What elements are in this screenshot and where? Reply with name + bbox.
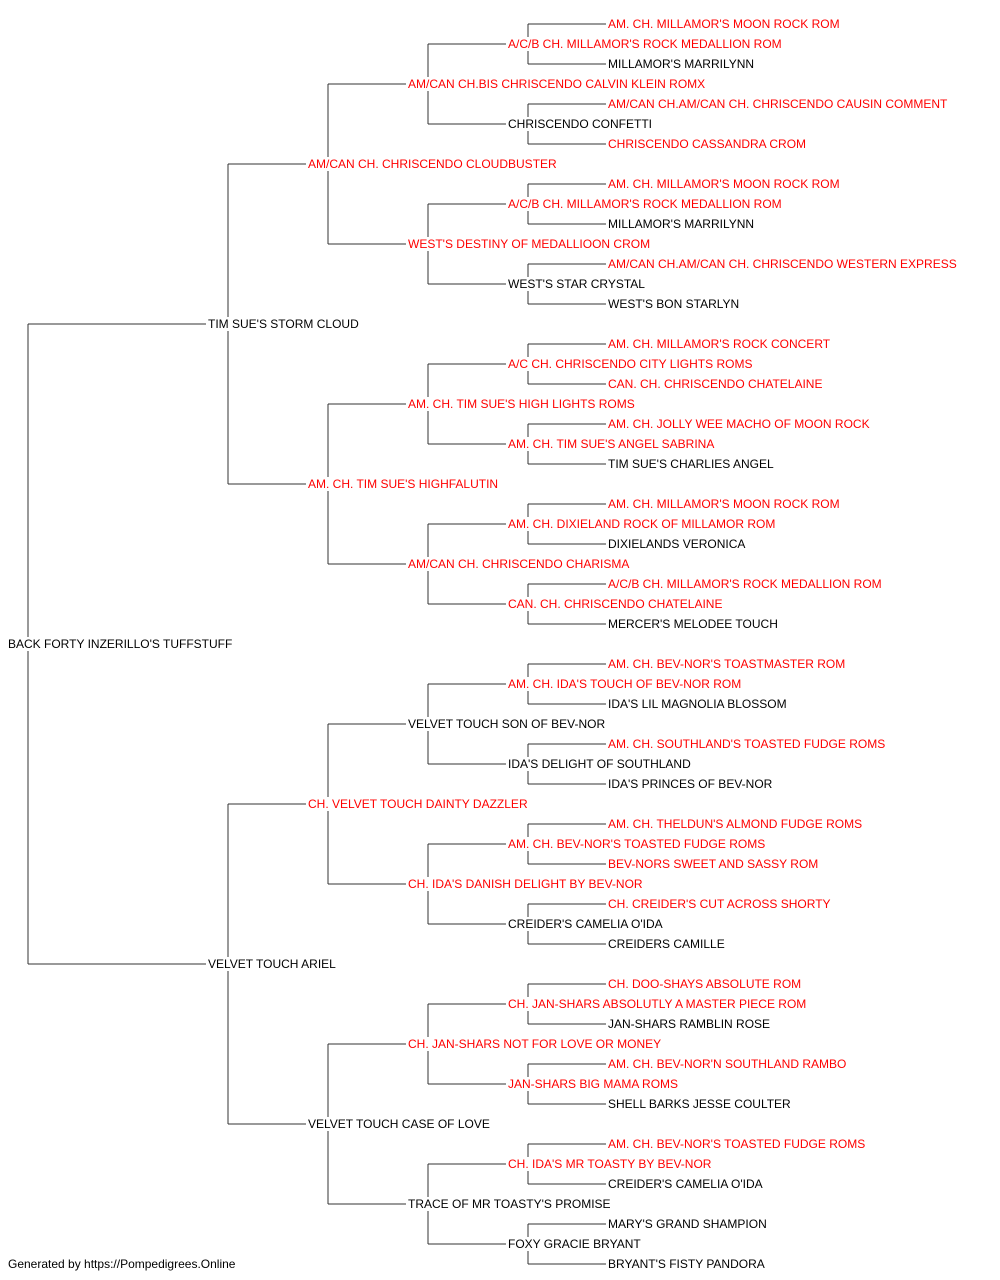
- sire-name: AM. CH. JOLLY WEE MACHO OF MOON ROCK: [608, 417, 870, 431]
- dam-name: CREIDER'S CAMELIA O'IDA: [508, 917, 663, 931]
- sire-name: AM. CH. BEV-NOR'N SOUTHLAND RAMBO: [608, 1057, 846, 1071]
- sire-name: A/C/B CH. MILLAMOR'S ROCK MEDALLION ROM: [608, 577, 882, 591]
- dam-name: CREIDER'S CAMELIA O'IDA: [608, 1177, 763, 1191]
- sire-name: AM. CH. BEV-NOR'S TOASTMASTER ROM: [608, 657, 845, 671]
- sire-name: AM/CAN CH.BIS CHRISCENDO CALVIN KLEIN RO…: [408, 77, 705, 91]
- dam-name: IDA'S PRINCES OF BEV-NOR: [608, 777, 773, 791]
- sire-name: AM. CH. IDA'S TOUCH OF BEV-NOR ROM: [508, 677, 741, 691]
- dam-name: TIM SUE'S CHARLIES ANGEL: [608, 457, 774, 471]
- dam-name: BRYANT'S FISTY PANDORA: [608, 1257, 765, 1271]
- sire-name: CH. JAN-SHARS ABSOLUTLY A MASTER PIECE R…: [508, 997, 806, 1011]
- sire-name: AM. CH. BEV-NOR'S TOASTED FUDGE ROMS: [608, 1137, 865, 1151]
- dam-name: AM. CH. TIM SUE'S ANGEL SABRINA: [508, 437, 714, 451]
- sire-name: MARY'S GRAND SHAMPION: [608, 1217, 767, 1231]
- dam-name: CHRISCENDO CONFETTI: [508, 117, 652, 131]
- sire-name: CH. VELVET TOUCH DAINTY DAZZLER: [308, 797, 528, 811]
- sire-name: CH. JAN-SHARS NOT FOR LOVE OR MONEY: [408, 1037, 661, 1051]
- generated-by-footer: Generated by https://Pompedigrees.Online: [8, 1257, 236, 1271]
- dam-name: JAN-SHARS BIG MAMA ROMS: [508, 1077, 678, 1091]
- sire-name: CH. IDA'S MR TOASTY BY BEV-NOR: [508, 1157, 712, 1171]
- sire-name: AM/CAN CH.AM/CAN CH. CHRISCENDO CAUSIN C…: [608, 97, 948, 111]
- sire-name: AM. CH. SOUTHLAND'S TOASTED FUDGE ROMS: [608, 737, 885, 751]
- subject-dog-name: BACK FORTY INZERILLO'S TUFFSTUFF: [8, 637, 232, 651]
- dam-name: WEST'S BON STARLYN: [608, 297, 739, 311]
- dam-name: CHRISCENDO CASSANDRA CROM: [608, 137, 806, 151]
- dam-name: MERCER'S MELODEE TOUCH: [608, 617, 778, 631]
- sire-name: CH. CREIDER'S CUT ACROSS SHORTY: [608, 897, 831, 911]
- sire-name: AM. CH. BEV-NOR'S TOASTED FUDGE ROMS: [508, 837, 765, 851]
- dam-name: AM/CAN CH. CHRISCENDO CHARISMA: [408, 557, 629, 571]
- dam-name: CAN. CH. CHRISCENDO CHATELAINE: [608, 377, 822, 391]
- sire-name: AM. CH. DIXIELAND ROCK OF MILLAMOR ROM: [508, 517, 775, 531]
- sire-name: AM. CH. THELDUN'S ALMOND FUDGE ROMS: [608, 817, 862, 831]
- dam-name: TRACE OF MR TOASTY'S PROMISE: [408, 1197, 611, 1211]
- dam-name: WEST'S STAR CRYSTAL: [508, 277, 645, 291]
- sire-name: AM. CH. TIM SUE'S HIGH LIGHTS ROMS: [408, 397, 635, 411]
- sire-name: TIM SUE'S STORM CLOUD: [208, 317, 359, 331]
- dam-name: MILLAMOR'S MARRILYNN: [608, 57, 754, 71]
- dam-name: IDA'S DELIGHT OF SOUTHLAND: [508, 757, 691, 771]
- dam-name: VELVET TOUCH CASE OF LOVE: [308, 1117, 490, 1131]
- dam-name: CAN. CH. CHRISCENDO CHATELAINE: [508, 597, 722, 611]
- sire-name: AM. CH. MILLAMOR'S MOON ROCK ROM: [608, 17, 840, 31]
- sire-name: CH. DOO-SHAYS ABSOLUTE ROM: [608, 977, 801, 991]
- sire-name: AM. CH. MILLAMOR'S MOON ROCK ROM: [608, 497, 840, 511]
- dam-name: WEST'S DESTINY OF MEDALLIOON CROM: [408, 237, 650, 251]
- dam-name: VELVET TOUCH ARIEL: [208, 957, 336, 971]
- dam-name: JAN-SHARS RAMBLIN ROSE: [608, 1017, 770, 1031]
- dam-name: IDA'S LIL MAGNOLIA BLOSSOM: [608, 697, 787, 711]
- dam-name: MILLAMOR'S MARRILYNN: [608, 217, 754, 231]
- dam-name: CH. IDA'S DANISH DELIGHT BY BEV-NOR: [408, 877, 643, 891]
- dam-name: AM. CH. TIM SUE'S HIGHFALUTIN: [308, 477, 498, 491]
- pedigree-names: BACK FORTY INZERILLO'S TUFFSTUFF TIM SUE'…: [8, 17, 957, 1271]
- pedigree-connector-lines: [27, 23, 606, 1265]
- sire-name: AM/CAN CH.AM/CAN CH. CHRISCENDO WESTERN …: [608, 257, 957, 271]
- sire-name: AM. CH. MILLAMOR'S ROCK CONCERT: [608, 337, 831, 351]
- sire-name: AM/CAN CH. CHRISCENDO CLOUDBUSTER: [308, 157, 557, 171]
- dam-name: SHELL BARKS JESSE COULTER: [608, 1097, 791, 1111]
- dam-name: FOXY GRACIE BRYANT: [508, 1237, 641, 1251]
- sire-name: AM. CH. MILLAMOR'S MOON ROCK ROM: [608, 177, 840, 191]
- sire-name: A/C CH. CHRISCENDO CITY LIGHTS ROMS: [508, 357, 752, 371]
- dam-name: CREIDERS CAMILLE: [608, 937, 725, 951]
- sire-name: VELVET TOUCH SON OF BEV-NOR: [408, 717, 605, 731]
- dam-name: DIXIELANDS VERONICA: [608, 537, 745, 551]
- sire-name: A/C/B CH. MILLAMOR'S ROCK MEDALLION ROM: [508, 197, 782, 211]
- sire-name: A/C/B CH. MILLAMOR'S ROCK MEDALLION ROM: [508, 37, 782, 51]
- dam-name: BEV-NORS SWEET AND SASSY ROM: [608, 857, 818, 871]
